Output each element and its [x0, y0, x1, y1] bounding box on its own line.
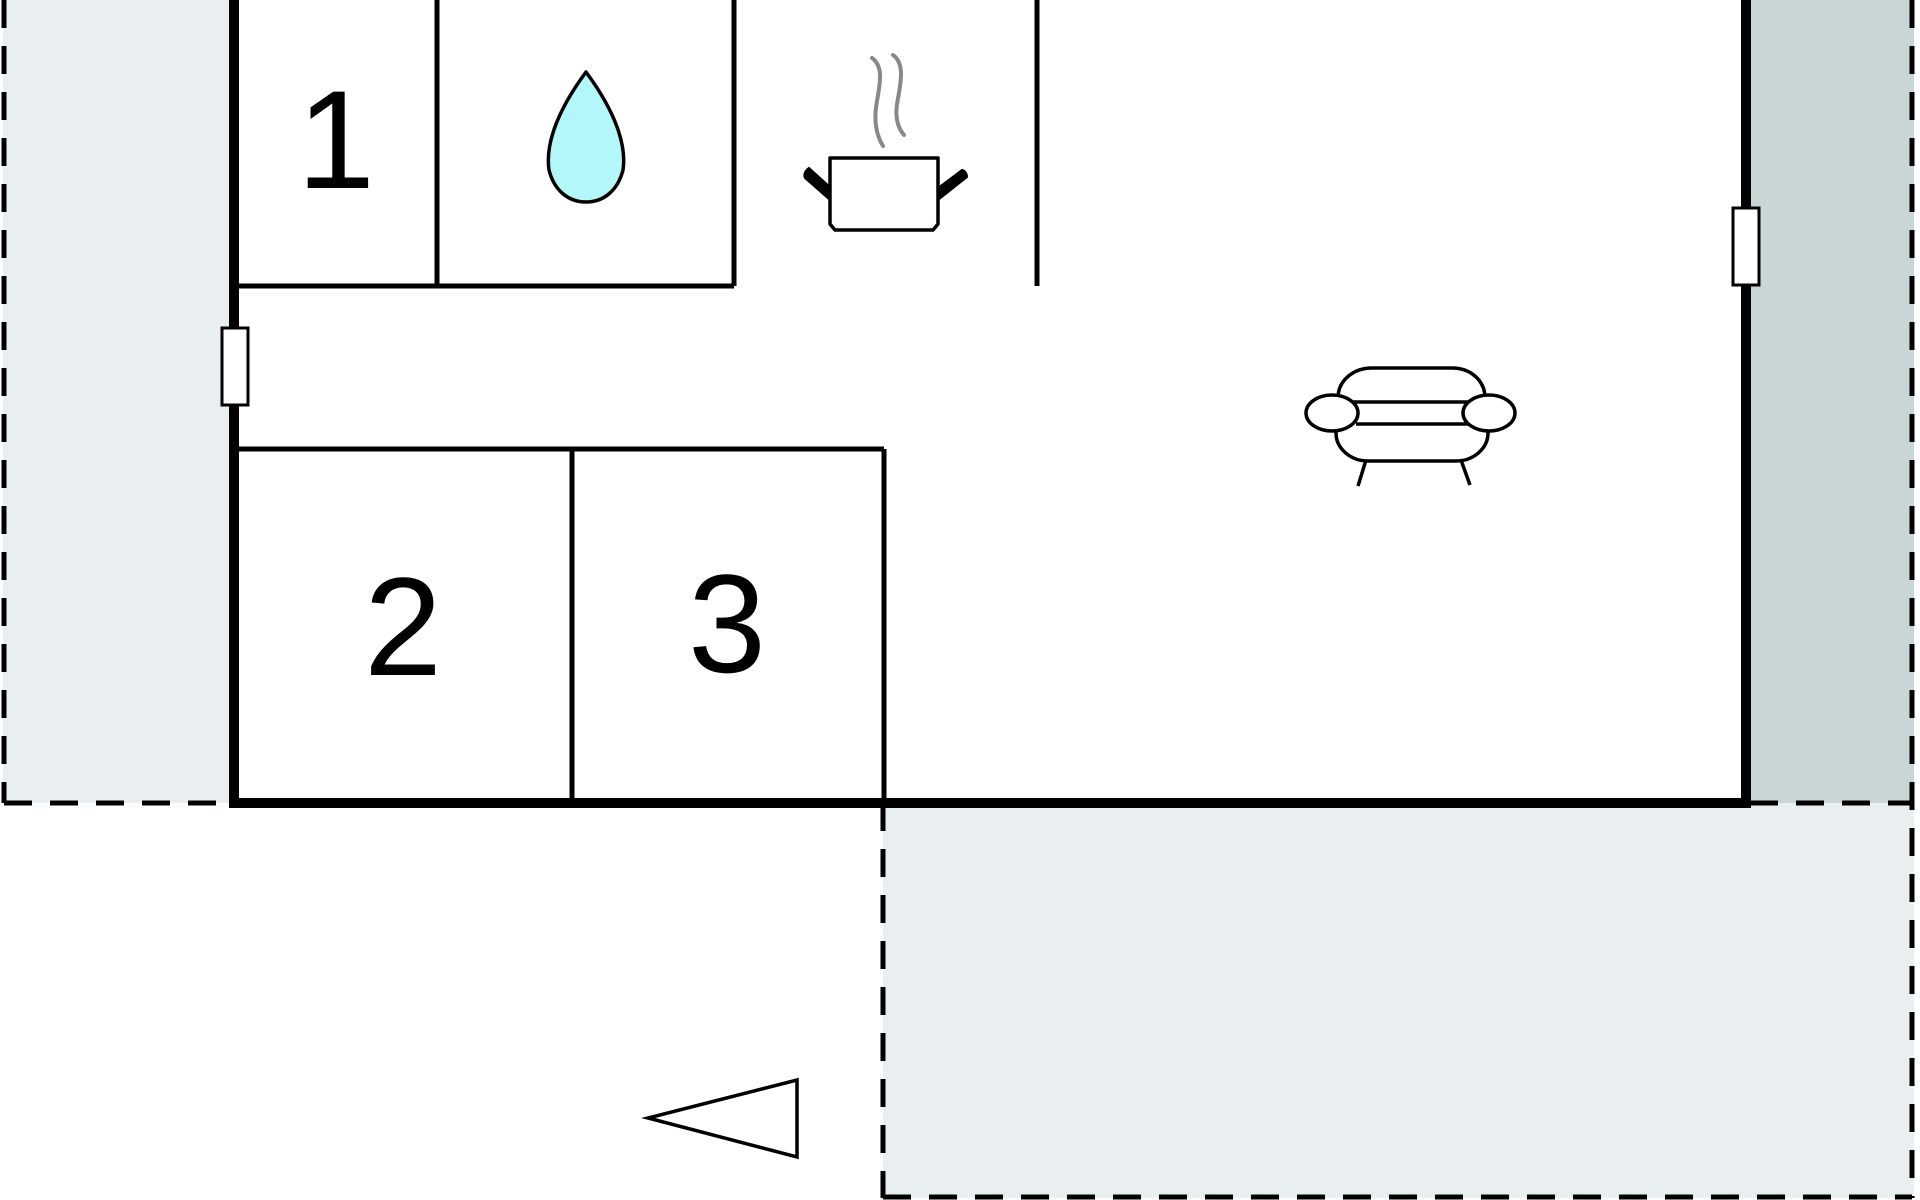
house-interior	[232, 0, 1746, 803]
cooking-pot-icon	[803, 53, 969, 232]
water-drop-icon	[546, 70, 626, 204]
terrace-left	[3, 0, 232, 803]
room-number-2: 2	[364, 548, 442, 705]
window-left	[220, 326, 250, 407]
room-number-3: 3	[688, 545, 766, 702]
interior-walls	[232, 0, 1040, 803]
window-right	[1731, 206, 1761, 287]
sofa-icon	[1304, 366, 1517, 487]
terrace-right	[1750, 0, 1914, 803]
entrance-arrow-icon	[641, 1077, 799, 1160]
terrace-bottom	[883, 803, 1914, 1198]
room-number-1: 1	[297, 61, 375, 218]
